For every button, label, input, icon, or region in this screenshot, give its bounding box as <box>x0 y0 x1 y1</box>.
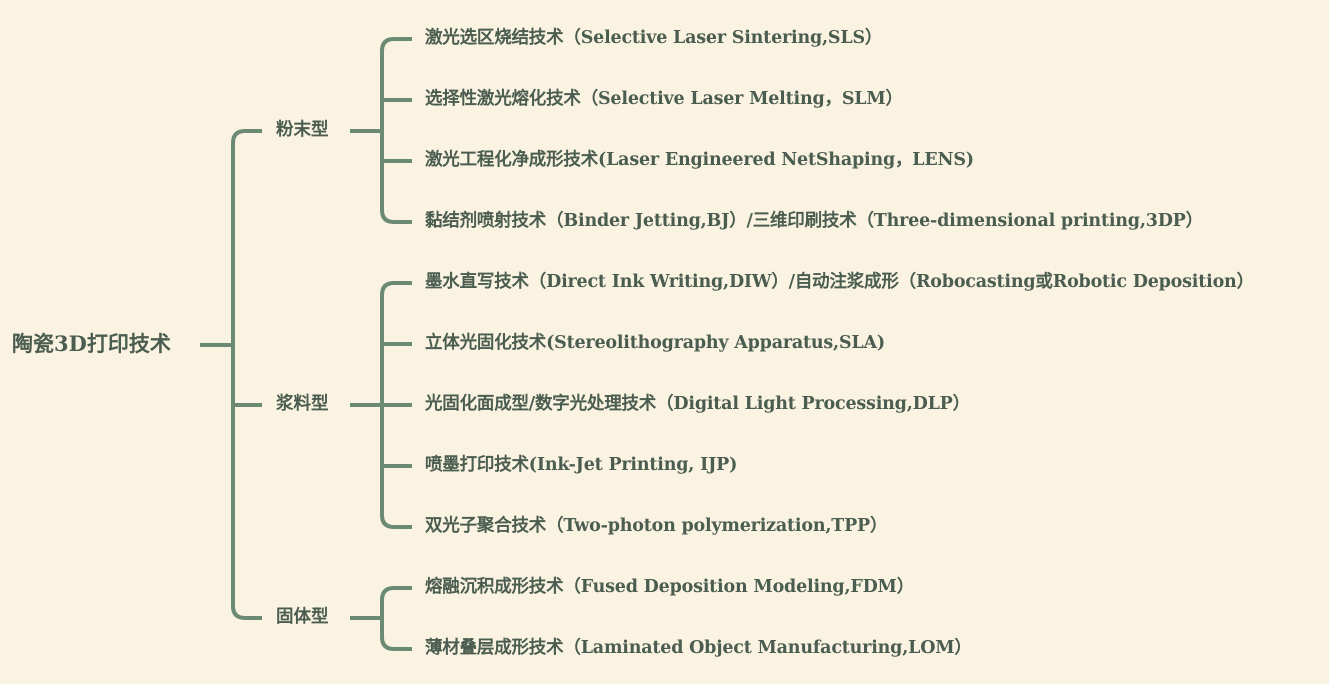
leaf-sls[interactable]: 激光选区烧结技术（Selective Laser Sintering,SLS） <box>425 28 883 48</box>
powder-trunk <box>380 37 412 224</box>
leaf-sla[interactable]: 立体光固化技术(Stereolithography Apparatus,SLA) <box>425 333 885 353</box>
leaf-bj-3dp[interactable]: 黏结剂喷射技术（Binder Jetting,BJ）/三维印刷技术（Three-… <box>425 211 1203 231</box>
main-trunk <box>231 129 262 620</box>
leaf-diw[interactable]: 墨水直写技术（Direct Ink Writing,DIW）/自动注浆成形（Ro… <box>425 272 1254 292</box>
leaf-lom[interactable]: 薄材叠层成形技术（Laminated Object Manufacturing,… <box>425 638 972 658</box>
leaf-lens[interactable]: 激光工程化净成形技术(Laser Engineered NetShaping，L… <box>425 150 974 170</box>
leaf-slm[interactable]: 选择性激光熔化技术（Selective Laser Melting，SLM） <box>425 89 903 109</box>
leaf-ijp[interactable]: 喷墨打印技术(Ink-Jet Printing, IJP) <box>425 455 738 475</box>
leaf-fdm[interactable]: 熔融沉积成形技术（Fused Deposition Modeling,FDM） <box>425 577 915 597</box>
leaf-dlp[interactable]: 光固化面成型/数字光处理技术（Digital Light Processing,… <box>425 394 970 414</box>
solid-trunk <box>380 586 412 651</box>
category-powder[interactable]: 粉末型 <box>276 120 329 140</box>
leaf-tpp[interactable]: 双光子聚合技术（Two-photon polymerization,TPP） <box>425 516 888 536</box>
category-slurry[interactable]: 浆料型 <box>276 394 329 414</box>
category-solid[interactable]: 固体型 <box>276 607 329 627</box>
root-node[interactable]: 陶瓷3D打印技术 <box>12 331 171 356</box>
